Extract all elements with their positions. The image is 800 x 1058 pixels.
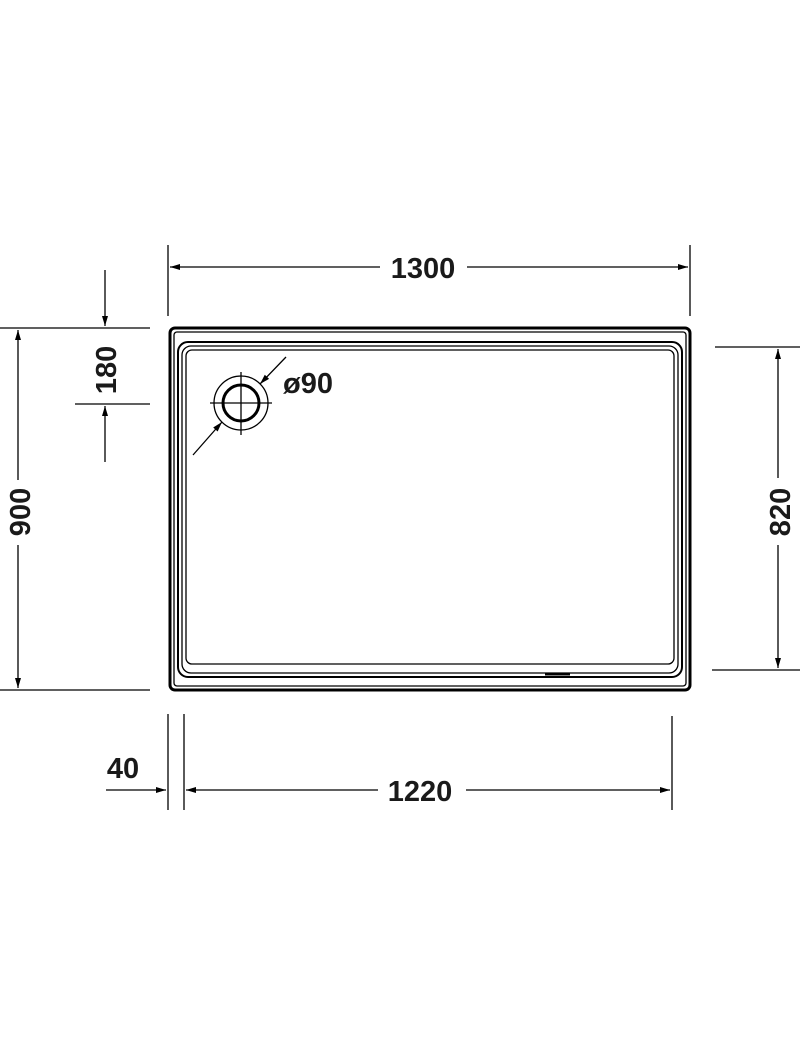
- dimension-inner-width: 40 1220: [106, 714, 673, 810]
- basin-floor: [185, 349, 675, 665]
- overall-depth-label: 900: [5, 488, 37, 536]
- rim-offset-label: 40: [107, 753, 139, 785]
- dimension-overall-width: 1300: [167, 245, 691, 316]
- basin-rim: [177, 341, 683, 678]
- drain-diameter-label: ø90: [283, 368, 333, 400]
- drain-leader-top: [259, 356, 287, 385]
- basin-rim-inner: [181, 345, 679, 674]
- inner-depth-label: 820: [765, 488, 797, 536]
- dimension-overall-depth: 900: [0, 327, 150, 691]
- drain-offset-label: 180: [91, 346, 123, 394]
- overall-width-label: 1300: [391, 253, 456, 285]
- drain: ø90: [192, 356, 333, 456]
- shower-tray: [168, 326, 692, 692]
- dimension-inner-depth: 820: [712, 346, 800, 671]
- dimension-drain-offset: 180: [75, 270, 150, 462]
- drain-leader-bottom: [192, 421, 223, 456]
- inner-width-label: 1220: [388, 776, 453, 808]
- tray-outer-edge: [168, 326, 692, 692]
- tray-outer-edge-inner-line: [173, 331, 687, 687]
